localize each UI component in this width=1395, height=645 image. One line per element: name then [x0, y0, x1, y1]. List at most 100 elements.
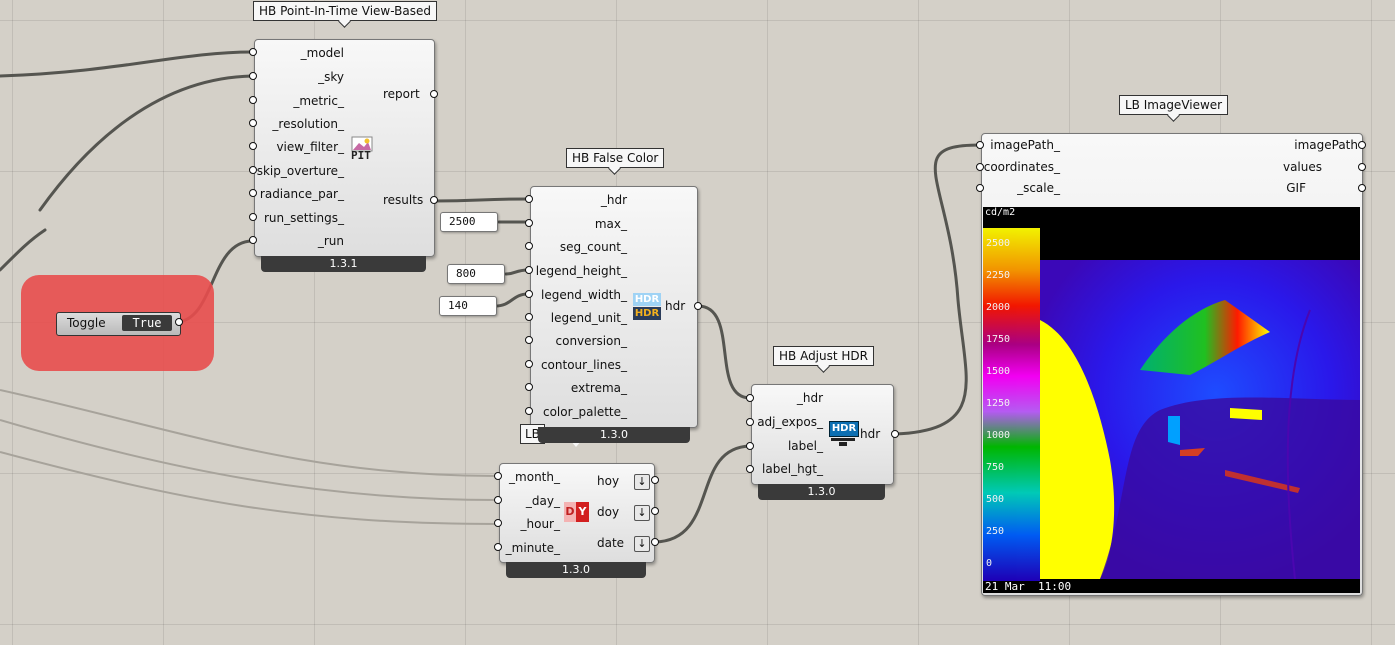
adj-port-adj-expos[interactable]: [746, 418, 754, 426]
date-input-minute[interactable]: _minute_: [505, 541, 560, 555]
adj-port-label[interactable]: [746, 442, 754, 450]
pit-port-sky[interactable]: [249, 72, 257, 80]
iv-port-imagepath-in[interactable]: [976, 141, 984, 149]
iv-output-gif[interactable]: GIF: [1286, 181, 1306, 195]
pit-input-run-settings[interactable]: run_settings_: [264, 211, 344, 225]
fc-input-legend-height[interactable]: legend_height_: [535, 264, 627, 278]
pit-component[interactable]: _model _sky _metric_ _resolution_ view_f…: [254, 39, 435, 257]
false-color-component[interactable]: _hdr max_ seg_count_ legend_height_ lege…: [530, 186, 698, 428]
fc-port-color-palette[interactable]: [525, 407, 533, 415]
iv-input-imagepath[interactable]: imagePath_: [990, 138, 1060, 152]
pit-input-skip-overture[interactable]: skip_overture_: [256, 164, 344, 178]
pit-output-report[interactable]: report: [383, 87, 420, 101]
date-input-day[interactable]: _day_: [525, 494, 560, 508]
pit-output-results[interactable]: results: [383, 193, 424, 207]
pit-input-resolution[interactable]: _resolution_: [272, 117, 344, 131]
pit-port-results[interactable]: [430, 196, 438, 204]
fc-input-contour-lines[interactable]: contour_lines_: [540, 358, 627, 372]
pit-input-model[interactable]: _model: [300, 46, 344, 60]
date-input-month[interactable]: _month_: [509, 470, 560, 484]
pit-port-model[interactable]: [249, 48, 257, 56]
iv-output-imagepath[interactable]: imagePath: [1294, 138, 1358, 152]
pit-input-metric[interactable]: _metric_: [293, 94, 344, 108]
pit-port-run-settings[interactable]: [249, 213, 257, 221]
pit-port-skip-overture[interactable]: [249, 166, 257, 174]
iv-port-gif-out[interactable]: [1358, 184, 1366, 192]
pit-input-run[interactable]: _run: [317, 234, 344, 248]
fc-input-seg-count[interactable]: seg_count_: [559, 240, 627, 254]
legend-height-number-input[interactable]: 800: [447, 264, 505, 284]
toggle-value[interactable]: True: [122, 315, 172, 331]
fc-input-hdr[interactable]: _hdr: [600, 193, 627, 207]
pit-input-sky[interactable]: _sky: [318, 70, 344, 84]
hdr-false-color-icon: HDR HDR: [633, 293, 661, 321]
date-port-minute[interactable]: [494, 543, 502, 551]
pit-port-radiance-par[interactable]: [249, 189, 257, 197]
fc-port-max[interactable]: [525, 219, 533, 227]
date-port-hour[interactable]: [494, 519, 502, 527]
fc-port-extrema[interactable]: [525, 383, 533, 391]
date-component[interactable]: _month_ _day_ _hour_ _minute_ hoy doy da…: [499, 463, 655, 563]
pit-port-resolution[interactable]: [249, 119, 257, 127]
hoy-arrow-down-icon[interactable]: ↓: [634, 474, 650, 490]
adj-output-hdr[interactable]: hdr: [860, 427, 881, 441]
adj-port-hdr[interactable]: [746, 394, 754, 402]
fc-port-hdr[interactable]: [525, 195, 533, 203]
date-port-day[interactable]: [494, 496, 502, 504]
pit-input-view-filter[interactable]: view_filter_: [276, 140, 344, 154]
pit-port-report[interactable]: [430, 90, 438, 98]
fc-input-conversion[interactable]: conversion_: [555, 334, 628, 348]
adj-port-out-hdr[interactable]: [891, 430, 899, 438]
iv-port-imagepath-out[interactable]: [1358, 141, 1366, 149]
fc-icon-text-top: HDR: [633, 293, 661, 306]
fc-input-extrema[interactable]: extrema_: [570, 381, 627, 395]
legend-width-number-input[interactable]: 140: [439, 296, 497, 316]
fc-input-max[interactable]: max_: [594, 217, 627, 231]
pit-input-radiance-par[interactable]: radiance_par_: [259, 187, 344, 201]
pit-port-view-filter[interactable]: [249, 142, 257, 150]
image-viewer-component[interactable]: imagePath_ coordinates_ _scale_ imagePat…: [981, 133, 1363, 596]
date-input-hour[interactable]: _hour_: [520, 517, 561, 531]
adj-input-adj-expos[interactable]: adj_expos_: [757, 415, 823, 429]
doy-arrow-down-icon[interactable]: ↓: [634, 505, 650, 521]
fc-port-legend-height[interactable]: [525, 266, 533, 274]
date-port-date[interactable]: [651, 538, 659, 546]
iv-port-values-out[interactable]: [1358, 163, 1366, 171]
fc-port-seg-count[interactable]: [525, 242, 533, 250]
fc-port-legend-unit[interactable]: [525, 313, 533, 321]
date-port-doy[interactable]: [651, 507, 659, 515]
fc-port-out-hdr[interactable]: [694, 302, 702, 310]
fc-input-legend-unit[interactable]: legend_unit_: [550, 311, 627, 325]
date-port-month[interactable]: [494, 472, 502, 480]
adj-input-label-hgt[interactable]: label_hgt_: [762, 462, 823, 476]
fc-input-color-palette[interactable]: color_palette_: [542, 405, 627, 419]
wire-faint-3: [0, 451, 498, 525]
date-output-date[interactable]: date: [597, 536, 625, 550]
date-port-hoy[interactable]: [651, 476, 659, 484]
date-arrow-down-icon[interactable]: ↓: [634, 536, 650, 552]
image-viewer-title-text: LB ImageViewer: [1125, 98, 1223, 112]
legend-label-500: 500: [986, 494, 1005, 505]
date-output-hoy[interactable]: hoy: [597, 474, 620, 488]
fc-output-hdr[interactable]: hdr: [665, 299, 686, 313]
fc-port-contour-lines[interactable]: [525, 360, 533, 368]
fc-input-legend-width[interactable]: legend_width_: [540, 288, 627, 302]
date-icon-text-right: Y: [576, 502, 589, 522]
adj-port-label-hgt[interactable]: [746, 465, 754, 473]
fc-port-legend-width[interactable]: [525, 290, 533, 298]
iv-port-coordinates-in[interactable]: [976, 163, 984, 171]
max-number-input[interactable]: 2500: [440, 212, 498, 232]
adjust-hdr-component[interactable]: _hdr adj_expos_ label_ label_hgt_ hdr HD…: [751, 384, 894, 485]
pit-port-run[interactable]: [249, 236, 257, 244]
iv-input-scale[interactable]: _scale_: [1017, 181, 1060, 195]
pit-port-metric[interactable]: [249, 96, 257, 104]
toggle-port[interactable]: [175, 318, 183, 326]
fc-port-conversion[interactable]: [525, 336, 533, 344]
toggle-widget[interactable]: Toggle True: [56, 312, 181, 336]
iv-output-values[interactable]: values: [1282, 160, 1322, 174]
date-output-doy[interactable]: doy: [597, 505, 620, 519]
adj-input-hdr[interactable]: _hdr: [796, 391, 823, 405]
adj-input-label[interactable]: label_: [787, 439, 823, 453]
iv-input-coordinates[interactable]: coordinates_: [983, 160, 1060, 174]
iv-port-scale-in[interactable]: [976, 184, 984, 192]
